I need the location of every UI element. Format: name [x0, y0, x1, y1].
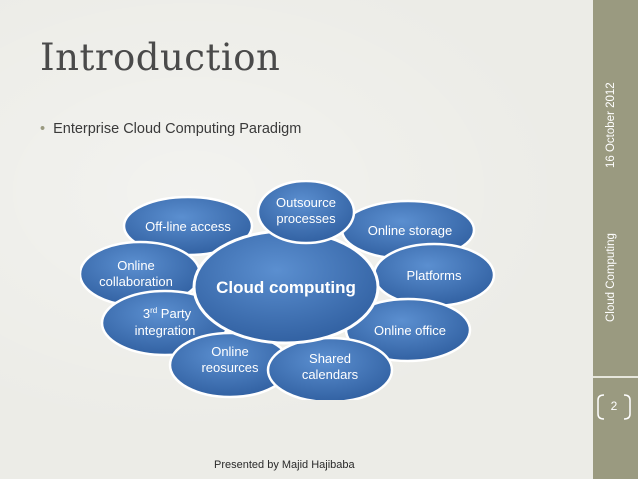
ellipse-shared-calendars: Shared calendars: [266, 336, 394, 400]
ellipse-outsource-processes: Outsource processes: [256, 180, 356, 245]
label-online-office: Online office: [374, 323, 446, 338]
sidebar-divider: [593, 376, 638, 378]
slide-topic: Cloud Computing: [605, 233, 617, 322]
label-collaboration-line1: Online: [117, 258, 155, 273]
label-outsource-line2: processes: [276, 211, 336, 226]
slide-footer: Presented by Majid Hajibaba: [214, 459, 355, 471]
bullet-text: Enterprise Cloud Computing Paradigm: [53, 121, 302, 137]
label-third-party-line2: integration: [135, 323, 196, 338]
label-resources-line2: reosurces: [201, 360, 259, 375]
label-platforms: Platforms: [407, 268, 462, 283]
label-calendars-line1: Shared: [309, 351, 351, 366]
page-number-bracket-icon: [597, 394, 631, 420]
label-outsource-line1: Outsource: [276, 195, 336, 210]
ellipse-offline-access: Off-line access: [122, 195, 254, 257]
bullet-dot-icon: •: [40, 121, 46, 137]
label-cloud-computing: Cloud computing: [216, 278, 356, 297]
cloud-computing-diagram: Off-line access Online storage Online co…: [80, 180, 496, 400]
label-calendars-line2: calendars: [302, 367, 359, 382]
label-resources-line1: Online: [211, 344, 249, 359]
label-third-party-line1: 3rd Party: [143, 306, 192, 321]
slide-date: 16 October 2012: [605, 82, 617, 168]
label-offline-access: Off-line access: [145, 219, 231, 234]
label-online-storage: Online storage: [368, 223, 453, 238]
slide-title: Introduction: [40, 36, 281, 79]
ellipse-cloud-computing-center: Cloud computing: [192, 229, 380, 345]
ellipse-online-resources: Online reosurces: [168, 331, 292, 399]
label-collaboration-line2: collaboration: [99, 274, 173, 289]
ellipse-platforms: Platforms: [372, 242, 496, 308]
page-number: 2: [610, 399, 618, 413]
bullet-item: • Enterprise Cloud Computing Paradigm: [40, 121, 301, 137]
